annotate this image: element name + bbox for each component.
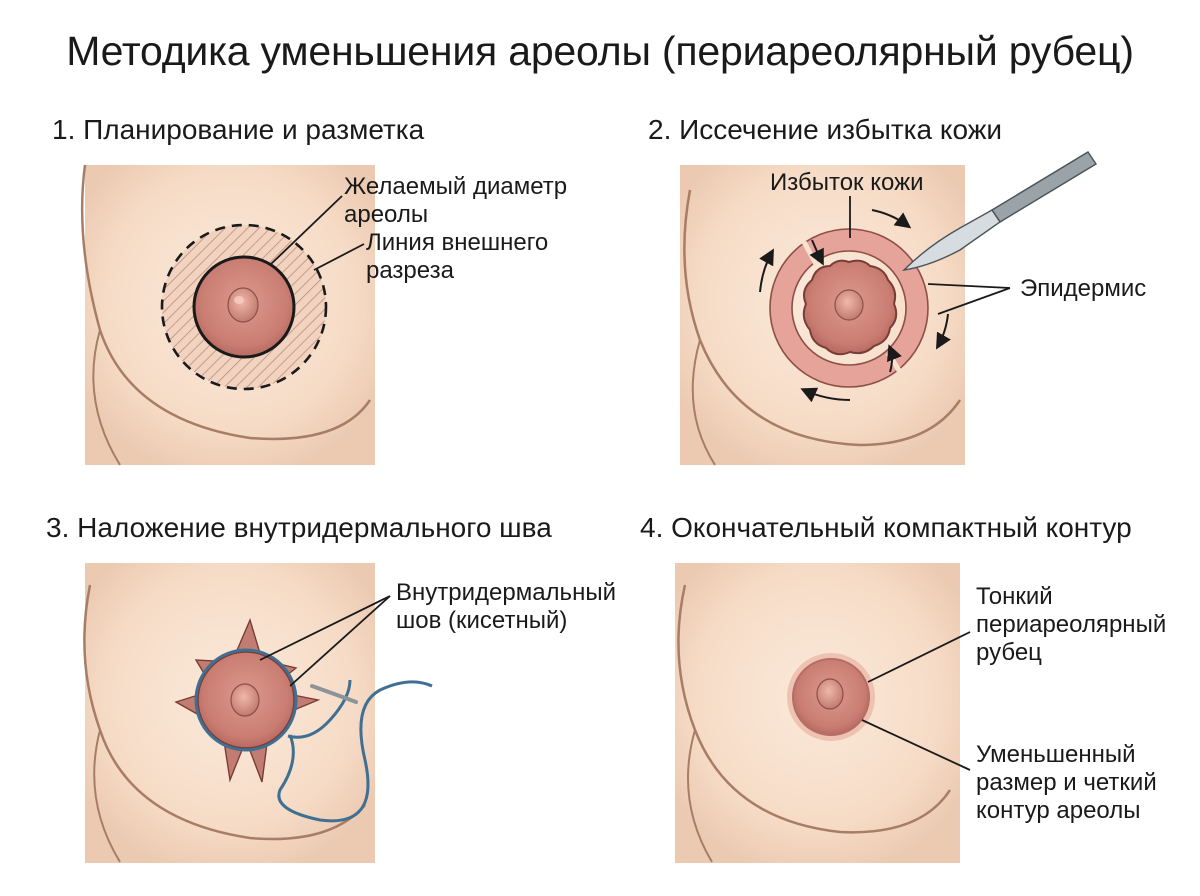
panel-3-heading: 3. Наложение внутридермального шва [46, 512, 552, 543]
page-title: Методика уменьшения ареолы (периареолярн… [66, 28, 1134, 74]
label-outer-incision-1: Линия внешнего [366, 229, 549, 256]
label-outer-incision-2: разреза [366, 257, 454, 284]
arrow-icon [871, 209, 912, 229]
panel-4-illustration [675, 563, 971, 863]
leader-thin-scar [867, 631, 971, 683]
panel-2-illustration [680, 151, 1097, 466]
nipple [816, 678, 844, 710]
label-reduced-areola-3: контур ареолы [976, 797, 1141, 824]
suture-thread [277, 680, 433, 823]
panel-3-illustration [83, 563, 433, 863]
leader-outer-incision [313, 243, 365, 271]
scalpel-icon [901, 151, 1097, 272]
label-epidermis: Эпидермис [1020, 275, 1147, 302]
nipple [834, 289, 864, 321]
panel-2-heading: 2. Иссечение избытка кожи [648, 114, 1003, 145]
arrow-icon [800, 387, 851, 403]
purse-string-suture [194, 648, 298, 752]
breast-contour [80, 164, 372, 441]
label-reduced-areola-2: размер и четкий [976, 769, 1157, 796]
leader-suture [259, 595, 391, 661]
label-suture-2: шов (кисетный) [396, 607, 568, 634]
needle-icon [310, 684, 358, 704]
label-suture-1: Внутридермальный [396, 579, 616, 606]
label-reduced-areola-1: Уменьшенный [976, 741, 1136, 768]
label-thin-scar-3: рубец [976, 639, 1042, 666]
arrow-icon [936, 313, 951, 350]
arrow-icon [759, 248, 774, 293]
leader-reduced-areola [861, 719, 971, 771]
deepithelialized-ring [770, 229, 928, 387]
leader-epidermis [927, 283, 1011, 289]
leader-desired-diameter [269, 195, 343, 266]
nipple [230, 683, 260, 717]
label-thin-scar-1: Тонкий [976, 583, 1053, 610]
panel-4-heading: 4. Окончательный компактный контур [640, 512, 1132, 543]
label-desired-diameter-1: Желаемый диаметр [344, 173, 568, 200]
panel-1-heading: 1. Планирование и разметка [52, 114, 425, 145]
label-desired-diameter-2: ареолы [344, 201, 429, 228]
label-thin-scar-2: периареолярный [976, 611, 1167, 638]
nipple [227, 287, 259, 323]
panel-1-illustration [80, 164, 375, 466]
label-excess-skin: Избыток кожи [770, 169, 924, 196]
